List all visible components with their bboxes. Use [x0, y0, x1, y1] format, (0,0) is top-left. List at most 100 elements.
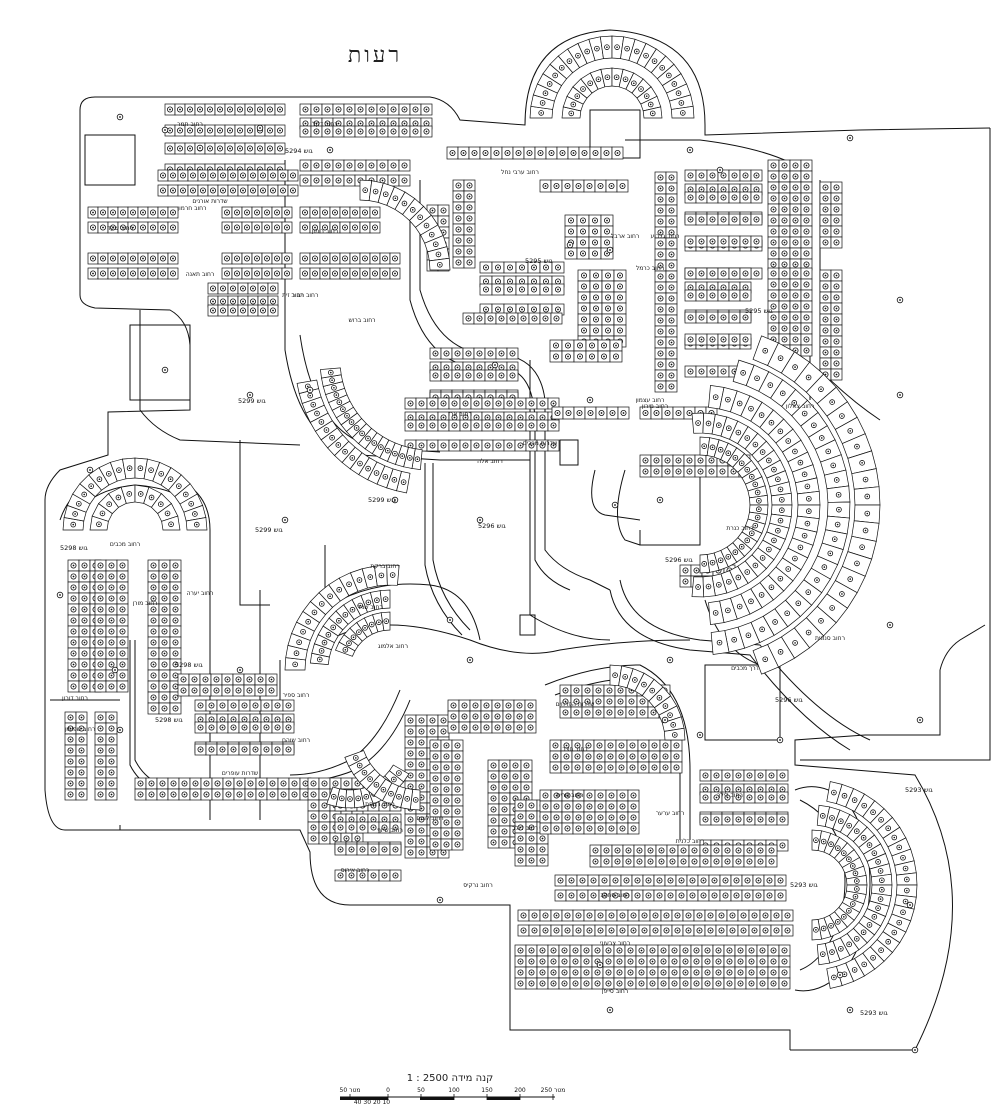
block-7-marker-dot: [226, 226, 228, 229]
block-56-marker-dot: [728, 960, 731, 963]
block-29-marker-dot: [486, 444, 489, 447]
block-7-marker-dot: [226, 211, 228, 214]
block-52-marker-dot: [704, 788, 707, 791]
block-45-marker-dot: [474, 726, 477, 729]
block-36-marker-dot: [163, 674, 166, 677]
block-8-marker-dot: [236, 257, 238, 260]
block-20-marker-dot: [579, 344, 581, 347]
block-26-marker-dot: [835, 230, 838, 233]
block-2-marker-dot: [392, 108, 395, 111]
block-47-marker-dot: [503, 786, 506, 789]
block-50-marker-dot: [653, 766, 656, 769]
block-12-marker-dot: [594, 152, 597, 154]
block-53-marker-dot: [660, 849, 663, 852]
block-3-marker-dot: [348, 164, 351, 167]
block-22-marker-dot: [711, 188, 714, 191]
block-45-marker-dot: [463, 715, 466, 718]
block-29-marker-dot: [420, 402, 423, 405]
block-22-marker-dot: [722, 196, 725, 199]
block-21-marker-dot: [670, 187, 673, 190]
block-29-marker-dot: [530, 424, 533, 427]
block-56-marker-dot: [563, 982, 566, 985]
block-52-marker-dot: [737, 788, 740, 791]
block-32-marker-dot: [699, 470, 702, 473]
block-52-marker-dot: [781, 788, 784, 791]
block-42-marker-dot: [323, 804, 326, 807]
block-12-marker-dot: [572, 152, 575, 154]
block-56-marker-dot: [761, 960, 764, 963]
block-35-marker-dot: [110, 685, 113, 688]
block-2-marker-dot: [304, 122, 307, 125]
block-38-marker-dot: [210, 748, 213, 751]
block-27-marker-dot: [824, 373, 827, 376]
block-8-marker-dot: [286, 257, 288, 260]
block-49-marker-dot: [575, 711, 578, 714]
block-56-marker-dot: [541, 982, 544, 985]
block-53-marker-dot: [627, 860, 630, 863]
block-56-marker-dot: [662, 982, 665, 985]
block-32-marker-dot: [688, 459, 691, 462]
block-41-marker-dot: [260, 793, 263, 796]
block-51-marker-dot: [610, 827, 613, 830]
block-28-marker-dot: [434, 352, 437, 355]
block-2-marker-dot: [315, 122, 318, 125]
block-14-marker-dot: [457, 206, 460, 209]
block-47-marker-dot: [503, 764, 506, 767]
block-36-marker-dot: [163, 597, 166, 600]
block-38-marker-dot: [221, 704, 224, 707]
block-4-marker-dot: [192, 174, 194, 177]
block-41-marker-dot: [216, 793, 219, 796]
block-44-marker-dot: [409, 829, 412, 832]
block-46-marker-dot: [456, 755, 459, 758]
block-55-marker-dot: [544, 914, 547, 917]
block-18-marker-dot: [594, 252, 596, 255]
block-24-marker-dot: [783, 186, 786, 189]
block-22-marker-dot: [722, 174, 725, 177]
block-45-marker-dot: [507, 715, 510, 718]
block-46-marker-dot: [445, 810, 448, 813]
block-23-marker-dot: [733, 316, 736, 319]
block-56-marker-dot: [629, 949, 632, 952]
block-24-marker-dot: [772, 219, 775, 222]
block-52-marker-dot: [748, 818, 751, 821]
block-44-marker-dot: [420, 851, 423, 854]
block-36-marker-dot: [152, 564, 155, 567]
block-23-marker-dot: [733, 272, 736, 275]
block-21-marker-dot: [659, 253, 662, 256]
block-5-marker-dot: [132, 226, 134, 229]
block-39-marker-dot: [80, 782, 83, 785]
block-54-marker-dot: [592, 879, 595, 882]
block-23-marker-dot: [733, 294, 736, 297]
block-24-marker-dot: [783, 230, 786, 233]
block-42-marker-dot: [323, 826, 326, 829]
block-17-marker-dot: [533, 317, 536, 320]
block-21-marker-dot: [659, 385, 662, 388]
block-29-marker-dot: [409, 424, 412, 427]
block-35-marker-dot: [121, 674, 124, 677]
block-10-marker-dot: [334, 226, 336, 229]
block-53-marker-dot: [770, 860, 773, 863]
block-37-marker-dot: [248, 689, 251, 692]
block-2-marker-dot: [337, 122, 340, 125]
block-51-marker-dot: [555, 816, 558, 819]
block-35-marker-dot: [121, 619, 124, 622]
block-56-marker-dot: [607, 982, 610, 985]
block-50-marker-dot: [565, 755, 568, 758]
block-46-marker-dot: [456, 810, 459, 813]
block-38-marker-dot: [210, 718, 213, 721]
block-34-marker-dot: [83, 652, 86, 655]
block-55-marker-dot: [786, 914, 789, 917]
block-36-marker-dot: [152, 674, 155, 677]
block-19-marker-dot: [619, 274, 621, 277]
block-37-marker-dot: [204, 689, 207, 692]
block-32-marker-dot: [666, 470, 669, 473]
block-54-marker-dot: [735, 879, 738, 882]
block-19-marker-dot: [583, 285, 585, 288]
block-54-marker-dot: [636, 879, 639, 882]
block-29-marker-dot: [420, 424, 423, 427]
block-12-marker-dot: [495, 152, 498, 154]
block-18-marker-dot: [606, 230, 608, 233]
arc-0-marker-dot: [606, 46, 608, 48]
block-34-marker-dot: [83, 575, 86, 578]
block-40-marker-dot: [99, 793, 102, 796]
